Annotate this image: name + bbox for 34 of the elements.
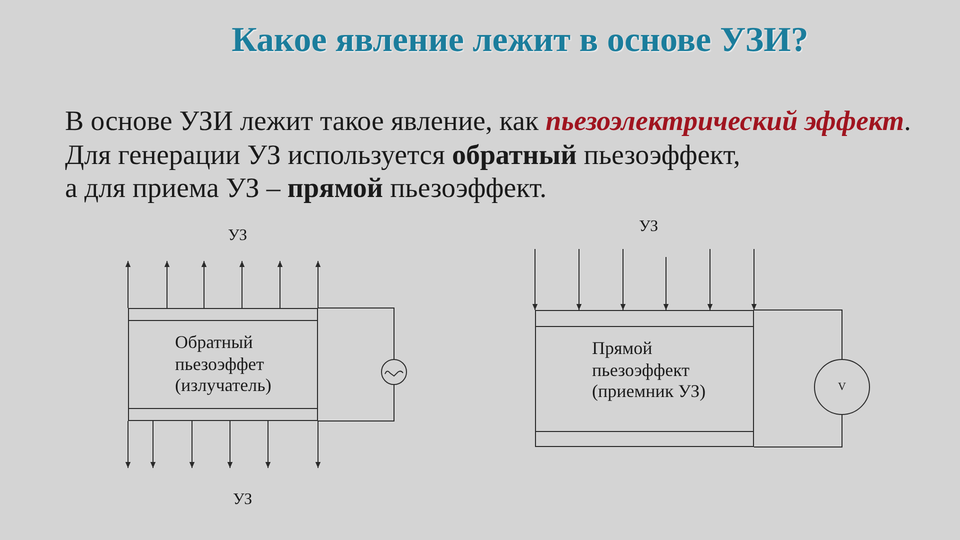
arrow	[277, 260, 283, 308]
wire	[318, 308, 394, 360]
arrow	[576, 248, 582, 310]
arrow	[164, 260, 170, 308]
transducer-plate	[128, 308, 318, 421]
arrow	[125, 260, 131, 308]
arrow	[189, 420, 195, 468]
paragraph: В основе УЗИ лежит такое явление, как пьезоэлектрический эффект.	[65, 105, 912, 138]
generator-symbol	[381, 359, 407, 385]
ultrasound-label: УЗ	[228, 228, 248, 244]
arrow	[663, 256, 669, 310]
arrow	[532, 248, 538, 310]
arrow	[265, 420, 271, 468]
arrow	[125, 420, 131, 468]
arrow	[315, 260, 321, 308]
plate-caption: Прямой пьезоэффект (приемник УЗ)	[592, 338, 707, 402]
arrow	[620, 248, 626, 310]
voltmeter-symbol: V	[838, 382, 846, 392]
arrow	[751, 248, 757, 310]
ultrasound-label: УЗ	[233, 492, 252, 508]
plate-caption: Обратный пьезоэффет (излучатель)	[175, 332, 272, 396]
wire	[754, 310, 842, 360]
title: Какое явление лежит в основе УЗИ?	[230, 19, 810, 61]
arrow	[150, 420, 156, 468]
arrow	[201, 260, 207, 308]
arrow	[239, 260, 245, 308]
arrow	[707, 248, 713, 310]
arrow	[315, 420, 321, 468]
arrow	[227, 420, 233, 468]
transducer-plate	[535, 310, 754, 447]
wire	[318, 384, 394, 422]
ultrasound-label: УЗ	[639, 219, 658, 235]
wire	[754, 414, 842, 448]
paragraph: Для генерации УЗ используется обратный пьезоэффект, а для приема УЗ – прямой пьезоэффект.	[65, 139, 742, 205]
